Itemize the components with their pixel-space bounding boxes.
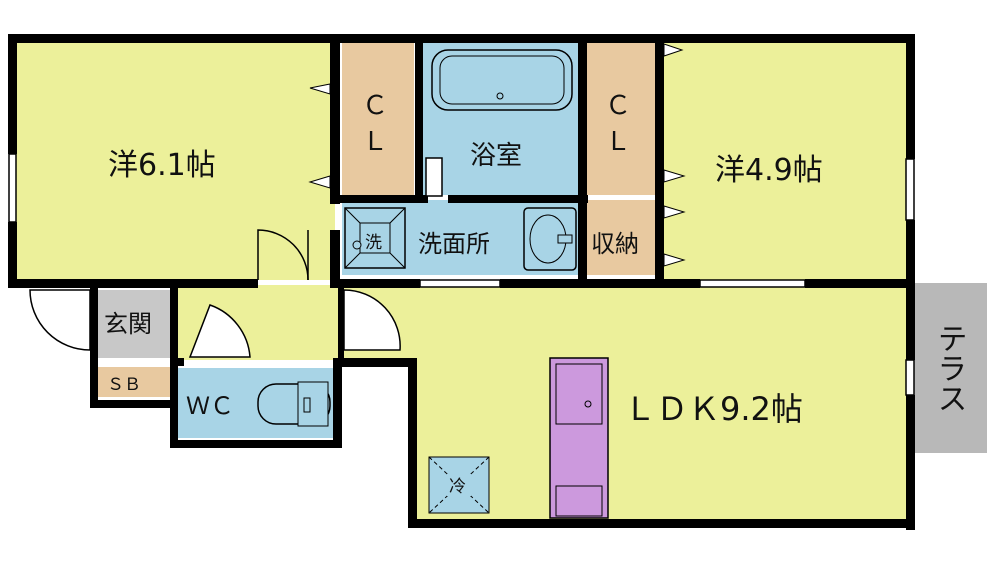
room-label-east: 洋4.9帖 xyxy=(715,153,823,188)
room-label-storage: 収納 xyxy=(591,230,639,258)
room-label-terrace: テラス xyxy=(932,323,967,413)
shoe-box xyxy=(97,367,170,397)
doors xyxy=(29,157,443,358)
storage xyxy=(587,200,657,275)
room-label-entrance: 玄関 xyxy=(104,310,152,338)
west-room xyxy=(10,40,335,280)
room-label-shoe-box: ＳＢ xyxy=(107,375,141,395)
windows xyxy=(8,153,915,396)
toilet-fixture xyxy=(257,381,331,427)
room-label-ldk: ＬＤＫ9.2帖 xyxy=(624,390,803,428)
closet-1-label-l: Ｌ xyxy=(362,127,388,157)
fridge-label: 冷 xyxy=(449,477,466,497)
room-label-west: 洋6.1帖 xyxy=(108,148,216,183)
room-label-toilet: ＷＣ xyxy=(186,392,234,420)
room-label-bath: 浴室 xyxy=(470,141,522,171)
kitchen-counter xyxy=(549,357,609,519)
washer-label: 洗 xyxy=(365,233,382,253)
closet-1 xyxy=(342,42,414,195)
closet-2 xyxy=(587,42,657,195)
fridge-space xyxy=(428,456,490,514)
closet-2-label-c: Ｃ xyxy=(605,91,631,121)
walls xyxy=(8,34,915,530)
closet-2-label-l: Ｌ xyxy=(605,127,631,157)
room-label-washroom: 洗面所 xyxy=(418,230,490,258)
entrance xyxy=(97,290,170,358)
closet-door-markers xyxy=(308,43,686,267)
closet-1-label-c: Ｃ xyxy=(362,91,388,121)
east-room xyxy=(660,40,910,280)
washer-pan xyxy=(344,207,406,269)
terrace xyxy=(912,283,987,453)
